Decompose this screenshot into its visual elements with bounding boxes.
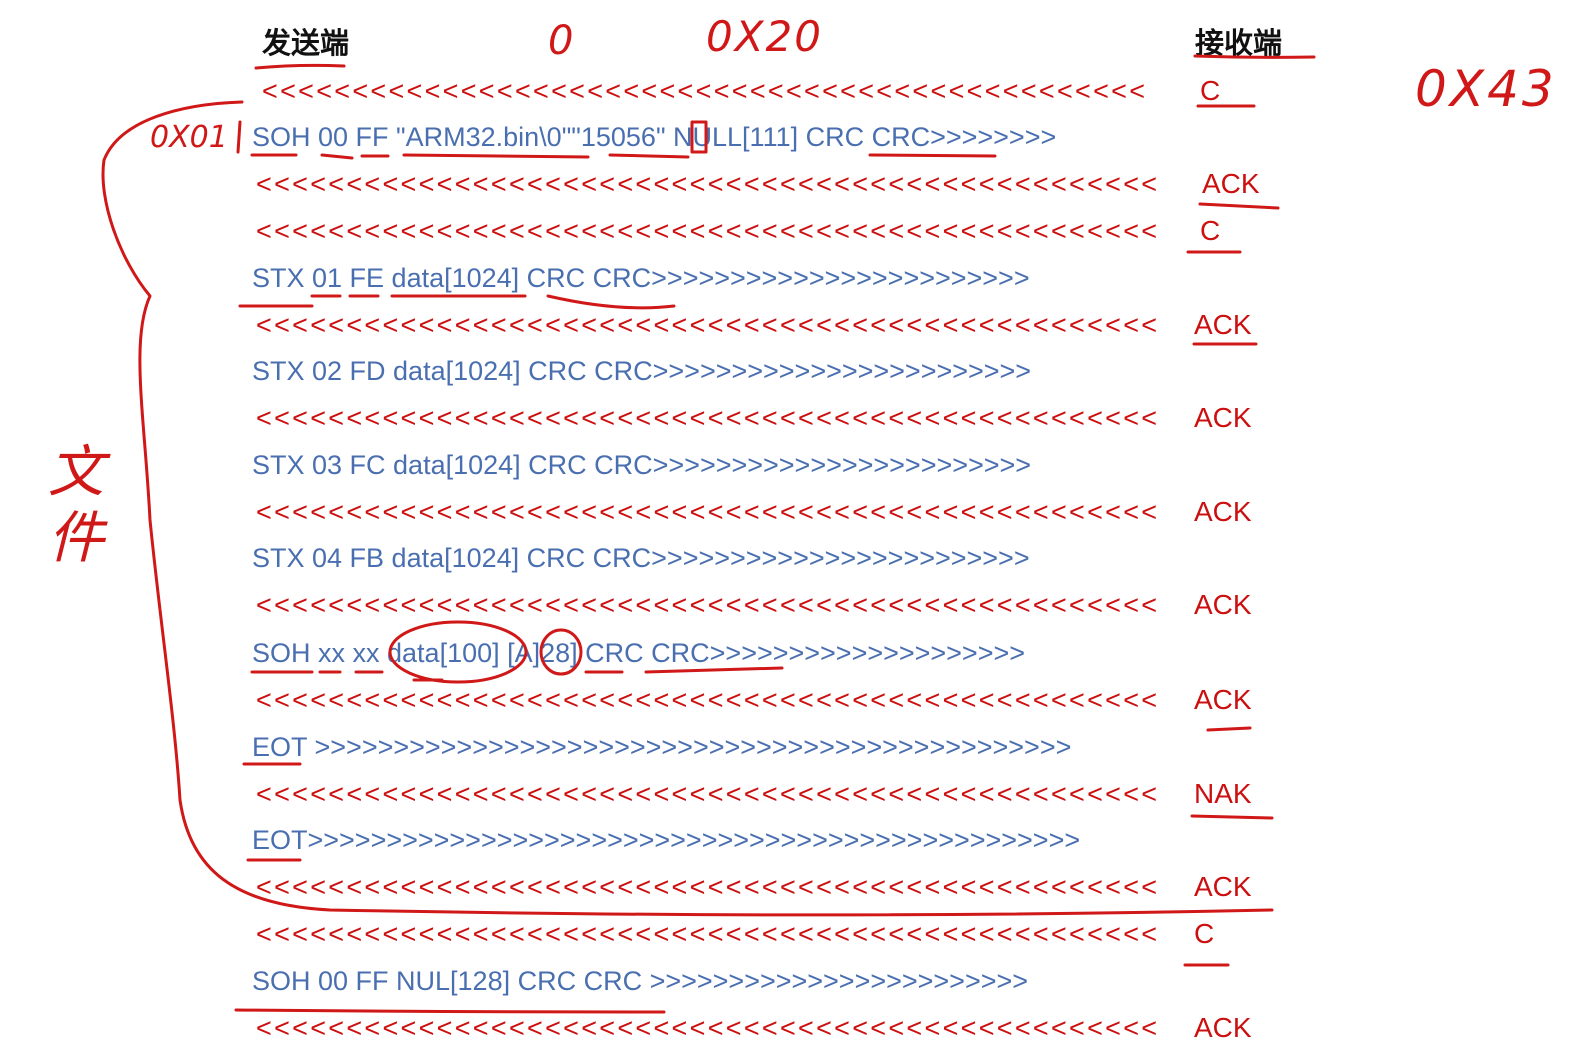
row-0-receiver: C <box>1200 75 1221 106</box>
row-7-receiver: ACK <box>1194 402 1252 433</box>
row-19-sender: SOH 00 FF NUL[128] CRC CRC >>>>>>>>>>>>>… <box>252 966 1029 996</box>
row-2-receiver: ACK <box>1202 168 1260 199</box>
row-0-sender: <<<<<<<<<<<<<<<<<<<<<<<<<<<<<<<<<<<<<<<<… <box>262 76 1148 106</box>
row-5-sender: <<<<<<<<<<<<<<<<<<<<<<<<<<<<<<<<<<<<<<<<… <box>256 310 1160 340</box>
row-15-sender: <<<<<<<<<<<<<<<<<<<<<<<<<<<<<<<<<<<<<<<<… <box>256 779 1160 809</box>
row-14-sender: EOT >>>>>>>>>>>>>>>>>>>>>>>>>>>>>>>>>>>>… <box>252 732 1072 762</box>
row-12-sender: SOH xx xx data[100] [A]28] CRC CRC>>>>>>… <box>252 638 1026 668</box>
row-11-receiver: ACK <box>1194 589 1252 620</box>
row-2-sender: <<<<<<<<<<<<<<<<<<<<<<<<<<<<<<<<<<<<<<<<… <box>256 169 1160 199</box>
row-9-receiver: ACK <box>1194 496 1252 527</box>
row-1-sender: SOH 00 FF "ARM32.bin\0""15056" NULL[111]… <box>252 122 1057 152</box>
row-11-sender: <<<<<<<<<<<<<<<<<<<<<<<<<<<<<<<<<<<<<<<<… <box>256 590 1160 620</box>
row-18-receiver: C <box>1194 918 1215 949</box>
row-20-sender: <<<<<<<<<<<<<<<<<<<<<<<<<<<<<<<<<<<<<<<<… <box>256 1013 1160 1043</box>
row-3-receiver: C <box>1200 215 1221 246</box>
sender-header-underline <box>254 63 346 70</box>
row-10-sender: STX 04 FB data[1024] CRC CRC>>>>>>>>>>>>… <box>252 543 1030 573</box>
handwritten-file-label: 文件 <box>48 440 104 571</box>
row-6-sender: STX 02 FD data[1024] CRC CRC>>>>>>>>>>>>… <box>252 356 1032 386</box>
row-15-receiver: NAK <box>1194 778 1252 809</box>
sender-header: 发送端 <box>262 26 350 60</box>
row-13-receiver: ACK <box>1194 684 1252 715</box>
row-4-sender: STX 01 FE data[1024] CRC CRC>>>>>>>>>>>>… <box>252 263 1030 293</box>
handwritten-hex20: 0X20 <box>706 12 823 61</box>
row-17-sender: <<<<<<<<<<<<<<<<<<<<<<<<<<<<<<<<<<<<<<<<… <box>256 872 1160 902</box>
row-7-sender: <<<<<<<<<<<<<<<<<<<<<<<<<<<<<<<<<<<<<<<<… <box>256 403 1160 433</box>
handwritten-zero: 0 <box>548 18 574 64</box>
row-8-sender: STX 03 FC data[1024] CRC CRC>>>>>>>>>>>>… <box>252 450 1032 480</box>
row-9-sender: <<<<<<<<<<<<<<<<<<<<<<<<<<<<<<<<<<<<<<<<… <box>256 497 1160 527</box>
receiver-header: 接收端 <box>1195 26 1283 60</box>
row-13-sender: <<<<<<<<<<<<<<<<<<<<<<<<<<<<<<<<<<<<<<<<… <box>256 685 1160 715</box>
row-20-receiver: ACK <box>1194 1012 1252 1043</box>
handwritten-hex43: 0X43 <box>1415 60 1557 118</box>
row-17-receiver: ACK <box>1194 871 1252 902</box>
row-5-receiver: ACK <box>1194 309 1252 340</box>
row-16-sender: EOT>>>>>>>>>>>>>>>>>>>>>>>>>>>>>>>>>>>>>… <box>252 825 1081 855</box>
handwritten-hex01: 0X01 <box>150 120 228 155</box>
row-18-sender: <<<<<<<<<<<<<<<<<<<<<<<<<<<<<<<<<<<<<<<<… <box>256 919 1160 949</box>
row-3-sender: <<<<<<<<<<<<<<<<<<<<<<<<<<<<<<<<<<<<<<<<… <box>256 216 1160 246</box>
